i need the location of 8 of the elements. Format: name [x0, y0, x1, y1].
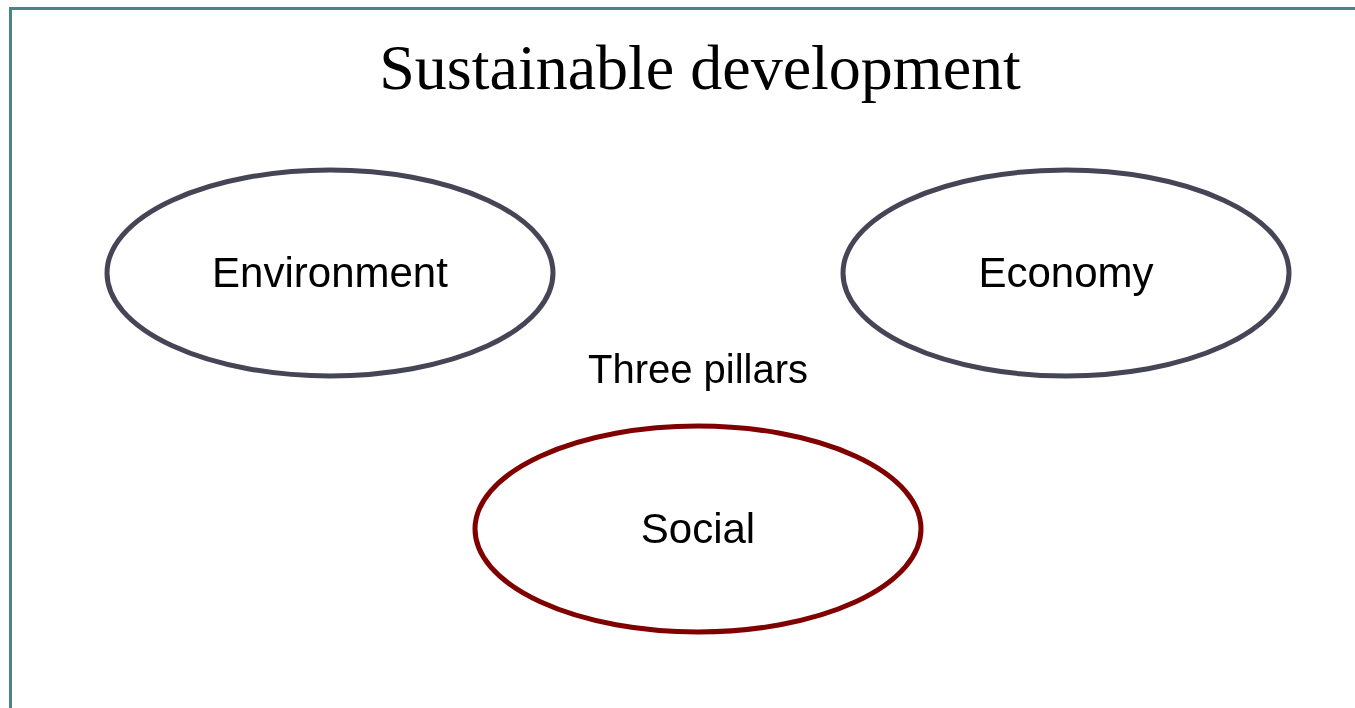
node-label: Economy — [978, 248, 1154, 298]
node-label: Environment — [212, 248, 448, 298]
node-label: Social — [640, 504, 756, 554]
ellipse-node — [840, 167, 1292, 379]
title: Sustainable development — [378, 31, 1022, 105]
ellipse-node — [472, 423, 924, 635]
ellipse-node — [104, 167, 556, 379]
caption-text: Three pillars — [586, 346, 810, 393]
